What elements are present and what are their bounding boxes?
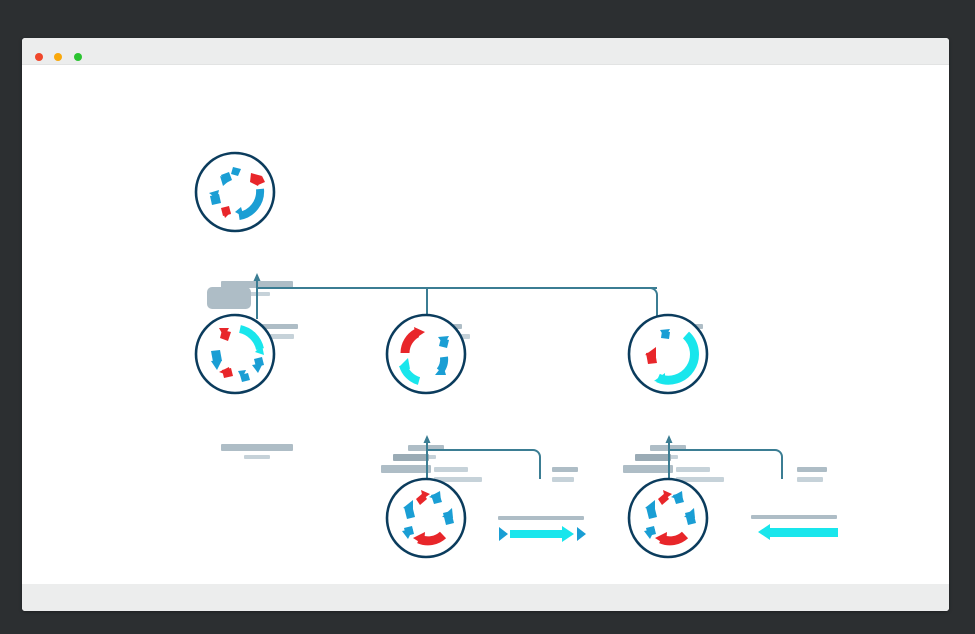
node-a[interactable] [194, 313, 276, 395]
connector-left-branch-caption-2b [552, 477, 574, 482]
node-a-label-bar-1 [221, 444, 293, 451]
node-a-graphic [194, 313, 276, 395]
connector-root [252, 255, 672, 325]
flow-left[interactable] [748, 521, 840, 543]
node-d[interactable] [385, 477, 467, 559]
node-b[interactable] [385, 313, 467, 395]
node-root-graphic [194, 151, 276, 233]
node-b-graphic [385, 313, 467, 395]
connector-right-branch-caption-2a [797, 467, 827, 472]
flow-left-arrow-icon [758, 524, 838, 540]
minimize-button-icon[interactable] [54, 52, 63, 61]
node-d-graphic [385, 477, 467, 559]
connector-left-branch [422, 417, 562, 487]
flow-left-caption [751, 515, 837, 519]
window-titlebar[interactable] [22, 38, 949, 65]
connector-root-chip[interactable] [207, 287, 251, 309]
connector-right-branch-tag-2 [623, 465, 673, 473]
connector-right-branch-tag-1 [635, 454, 671, 461]
node-c-graphic [627, 313, 709, 395]
connector-right-branch [664, 417, 804, 487]
node-c[interactable] [627, 313, 709, 395]
connector-right-branch-caption-2b [797, 477, 823, 482]
app-window [22, 38, 949, 611]
node-root[interactable] [194, 151, 276, 233]
connector-root-caption-1b [260, 334, 294, 339]
connector-left-branch-caption-1a [434, 467, 468, 472]
diagram-canvas[interactable] [22, 65, 949, 584]
window-footerbar [22, 584, 949, 611]
node-a-label-bar-2 [244, 455, 270, 459]
connector-right-branch-caption-1a [676, 467, 710, 472]
node-e-graphic [627, 477, 709, 559]
zoom-button-icon[interactable] [73, 52, 82, 61]
flow-right-arrow-icon [499, 526, 586, 542]
flow-right-caption [498, 516, 584, 520]
traffic-light-group [35, 48, 89, 66]
close-button-icon[interactable] [35, 52, 43, 61]
connector-left-branch-lines [423, 435, 541, 481]
connector-left-branch-caption-2a [552, 467, 578, 472]
connector-root-caption-1a [260, 324, 298, 329]
connector-right-branch-lines [665, 435, 783, 481]
connector-right-branch-caption-1b [676, 477, 724, 482]
node-e[interactable] [627, 477, 709, 559]
connector-left-branch-caption-1b [434, 477, 482, 482]
connector-left-branch-tag-1 [393, 454, 429, 461]
diagram-stage [22, 65, 949, 584]
connector-root-lines [253, 273, 658, 319]
connector-left-branch-tag-2 [381, 465, 431, 473]
flow-right[interactable] [498, 523, 588, 545]
